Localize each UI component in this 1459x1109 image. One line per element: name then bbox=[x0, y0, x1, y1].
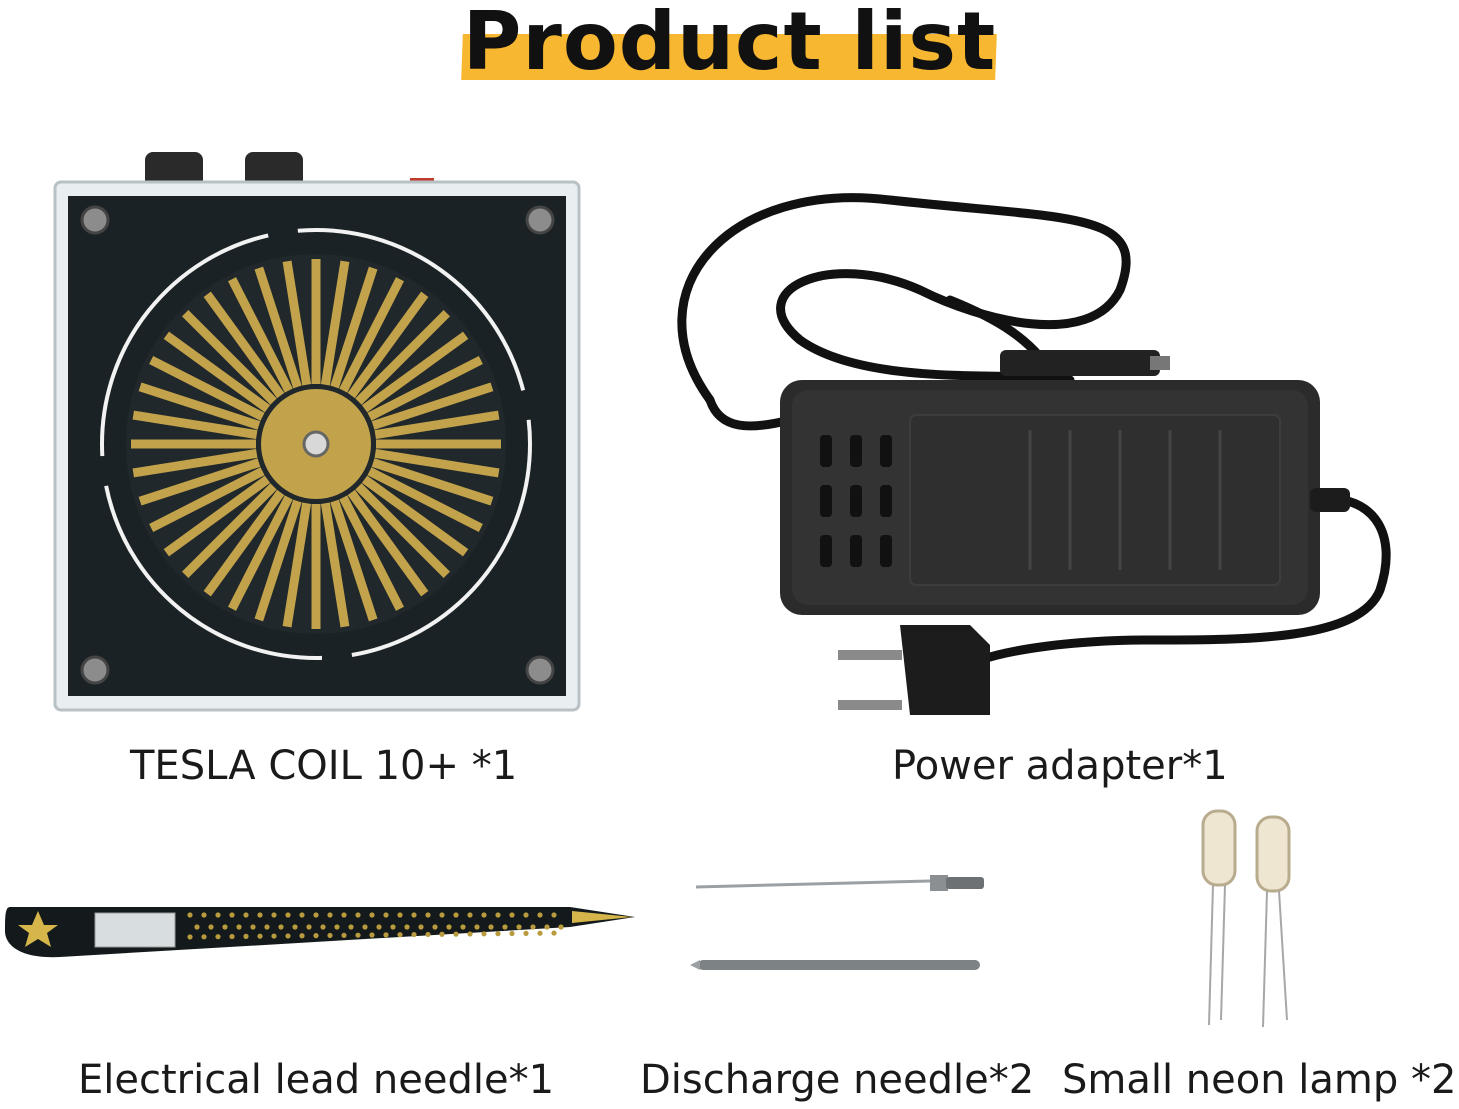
lead-needle-image bbox=[0, 895, 640, 975]
lead-needle-label: Electrical lead needle*1 bbox=[78, 1057, 555, 1103]
title-banner: Product list bbox=[0, 0, 1459, 110]
neon-lamp-image bbox=[1195, 805, 1305, 1030]
neon-lamp-label: Small neon lamp *2 bbox=[1062, 1057, 1457, 1103]
tesla-coil-image bbox=[50, 150, 590, 720]
tesla-coil-label: TESLA COIL 10+ *1 bbox=[130, 743, 518, 789]
page-title: Product list bbox=[462, 0, 997, 88]
discharge-needle-image bbox=[690, 865, 990, 980]
discharge-needle-label: Discharge needle*2 bbox=[640, 1057, 1035, 1103]
power-adapter-label: Power adapter*1 bbox=[892, 743, 1228, 789]
power-adapter-image bbox=[650, 170, 1420, 740]
